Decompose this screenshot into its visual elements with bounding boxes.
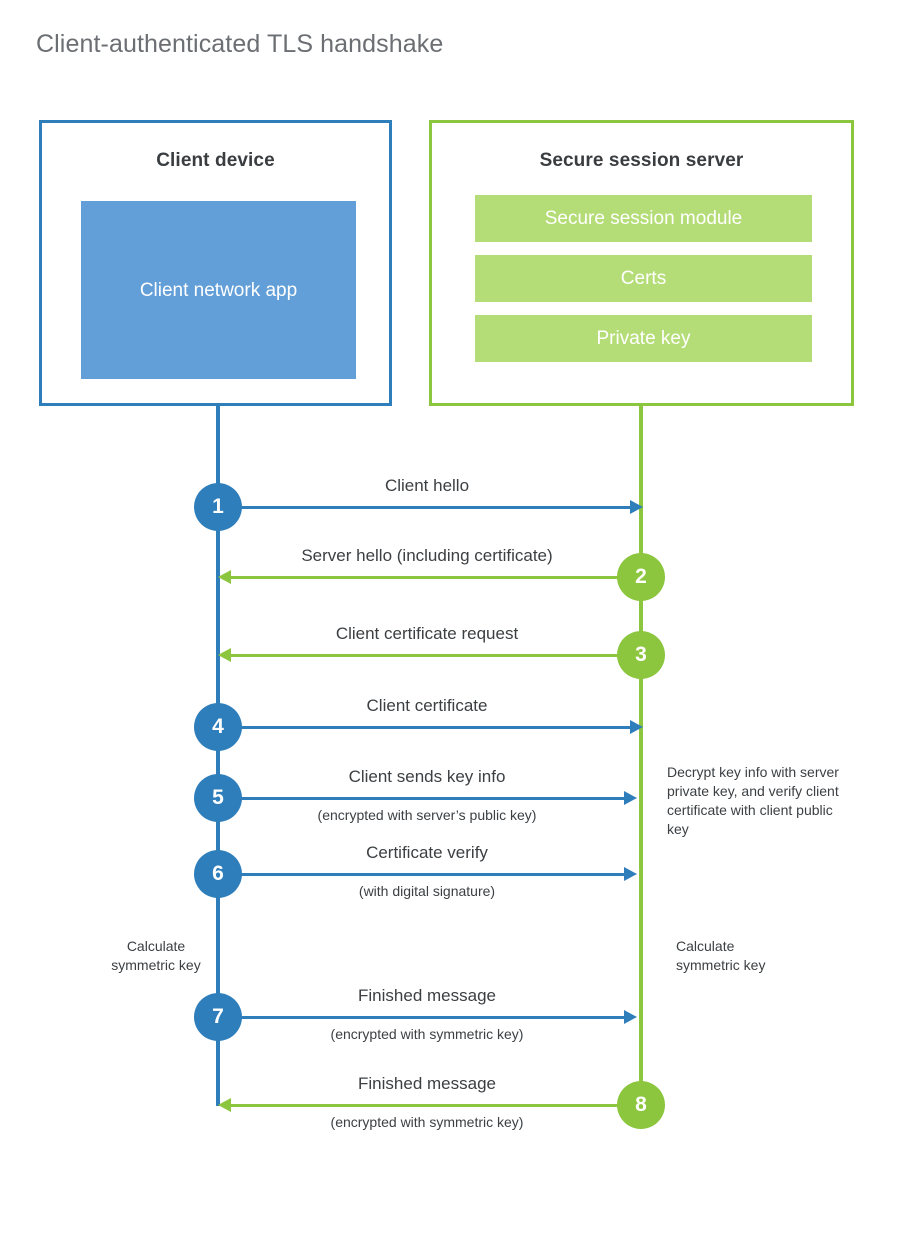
step-marker-3[interactable]: 3 [617, 631, 665, 679]
step-marker-5[interactable]: 5 [194, 774, 242, 822]
message-sublabel-5: (encrypted with server’s public key) [317, 807, 537, 823]
message-label-4: Client certificate [366, 696, 488, 715]
server-lifeline [639, 404, 643, 1106]
message-line-8 [231, 1104, 641, 1107]
step-marker-8[interactable]: 8 [617, 1081, 665, 1129]
server-module-list: Secure session module Certs Private key [475, 195, 812, 375]
server-module-certs: Certs [475, 255, 812, 302]
note-decrypt-key-info: Decrypt key info with server private key… [667, 764, 839, 837]
step-marker-7[interactable]: 7 [194, 993, 242, 1041]
arrowhead-left-icon [218, 648, 231, 662]
message-line-6 [218, 873, 628, 876]
arrowhead-left-icon [218, 1098, 231, 1112]
arrowhead-right-icon [624, 791, 637, 805]
step-marker-2[interactable]: 2 [617, 553, 665, 601]
arrowhead-left-icon [218, 570, 231, 584]
message-label-2: Server hello (including certificate) [301, 546, 553, 565]
message-line-3 [231, 654, 641, 657]
step-marker-6[interactable]: 6 [194, 850, 242, 898]
message-line-1 [218, 506, 636, 509]
arrowhead-right-icon [624, 867, 637, 881]
message-sublabel-7: (encrypted with symmetric key) [330, 1026, 524, 1042]
secure-session-server-title: Secure session server [539, 150, 744, 171]
arrowhead-right-icon [630, 720, 643, 734]
server-module-secure-session-module: Secure session module [475, 195, 812, 242]
note-calculate-symmetric-key-client: Calculate symmetric key [111, 938, 201, 973]
message-line-7 [218, 1016, 628, 1019]
arrowhead-right-icon [630, 500, 643, 514]
secure-session-server-box: Secure session server Secure session mod… [429, 120, 854, 406]
client-network-app-block: Client network app [81, 201, 356, 379]
note-calculate-symmetric-key-server: Calculate symmetric key [676, 938, 766, 973]
message-sublabel-6: (with digital signature) [358, 883, 496, 899]
step-marker-1[interactable]: 1 [194, 483, 242, 531]
message-label-7: Finished message [358, 986, 496, 1005]
message-line-5 [218, 797, 628, 800]
client-device-title: Client device [156, 150, 275, 171]
message-label-8: Finished message [358, 1074, 496, 1093]
message-label-3: Client certificate request [335, 624, 519, 643]
message-line-2 [231, 576, 641, 579]
client-lifeline [216, 404, 220, 1106]
message-line-4 [218, 726, 636, 729]
page-title: Client-authenticated TLS handshake [36, 30, 444, 58]
message-label-5: Client sends key info [348, 767, 506, 786]
arrowhead-right-icon [624, 1010, 637, 1024]
message-sublabel-8: (encrypted with symmetric key) [330, 1114, 524, 1130]
message-label-6: Certificate verify [366, 843, 488, 862]
step-marker-4[interactable]: 4 [194, 703, 242, 751]
client-device-box: Client device Client network app [39, 120, 392, 406]
message-label-1: Client hello [384, 476, 470, 495]
server-module-private-key: Private key [475, 315, 812, 362]
